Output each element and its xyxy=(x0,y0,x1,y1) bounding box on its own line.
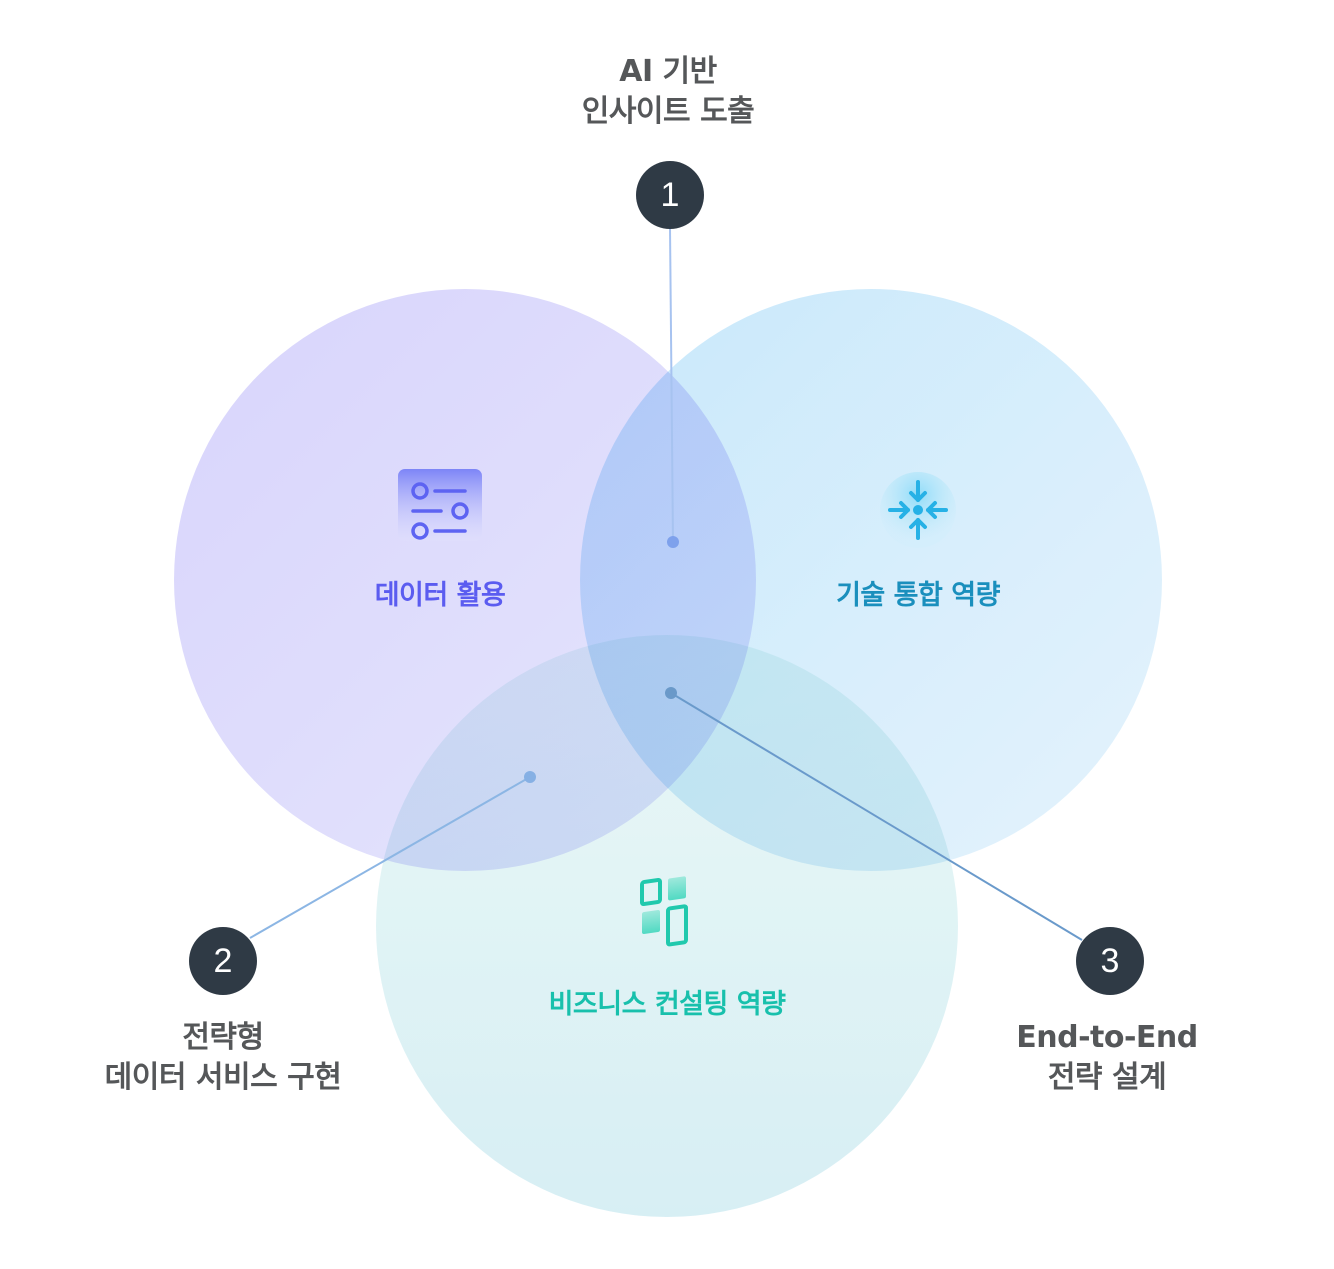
connector-dot-1 xyxy=(667,536,679,548)
callout-label-1-line-2: 인사이트 도출 xyxy=(581,94,755,129)
layout-panels-icon xyxy=(640,876,688,947)
connector-3 xyxy=(670,692,1083,941)
callout-label-2-line-2: 데이터 서비스 구현 xyxy=(104,1060,342,1095)
callout-label-2-line-1: 전략형 xyxy=(182,1020,264,1055)
converge-arrows-icon xyxy=(880,472,956,548)
callout-badge-1: 1 xyxy=(636,161,704,229)
callout-label-3-line-2: 전략 설계 xyxy=(1047,1060,1167,1095)
callout-label-1-line-1: AI 기반 xyxy=(619,54,717,89)
callout-label-2: 전략형 데이터 서비스 구현 xyxy=(105,1018,342,1098)
sliders-icon xyxy=(398,469,482,541)
callout-label-1: AI 기반 인사이트 도출 xyxy=(582,52,755,132)
connector-1 xyxy=(669,227,674,543)
connector-dot-3 xyxy=(665,687,677,699)
callout-badge-3: 3 xyxy=(1076,927,1144,995)
connector-dot-2 xyxy=(524,771,536,783)
circle-title-biz: 비즈니스 컨설팅 역량 xyxy=(548,989,786,1020)
circle-title-data: 데이터 활용 xyxy=(374,580,506,611)
callout-badge-2: 2 xyxy=(189,927,257,995)
callout-label-3: End-to-End 전략 설계 xyxy=(1016,1018,1198,1098)
connector-2 xyxy=(249,776,531,939)
circle-title-tech: 기술 통합 역량 xyxy=(836,580,1000,611)
callout-label-3-line-1: End-to-End xyxy=(1016,1020,1198,1055)
